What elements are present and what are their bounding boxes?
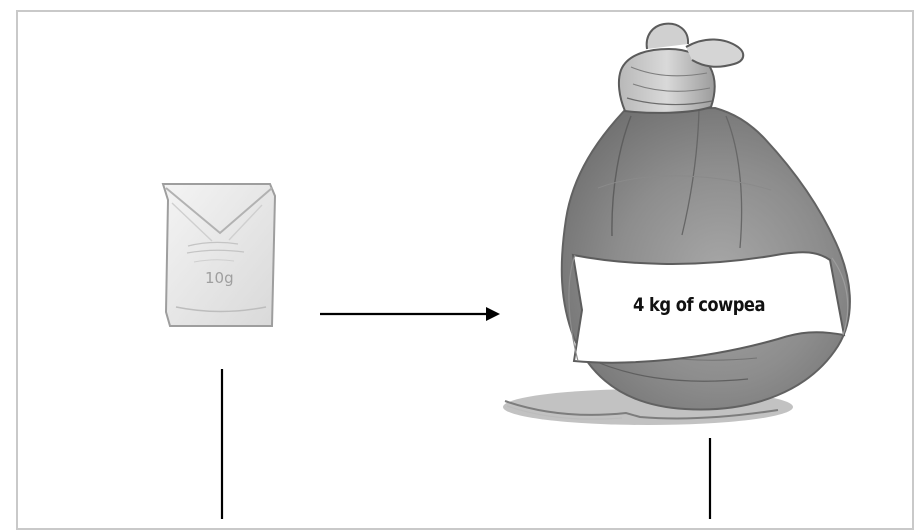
bag-label: 4 kg of cowpea — [617, 294, 780, 316]
grain-sack-icon — [503, 24, 850, 425]
sachet-weight-text: 10g — [205, 269, 234, 287]
cowpea-diagram: 10g — [0, 0, 916, 519]
small-sachet-icon: 10g — [163, 184, 275, 326]
arrow-right-icon — [320, 307, 500, 321]
